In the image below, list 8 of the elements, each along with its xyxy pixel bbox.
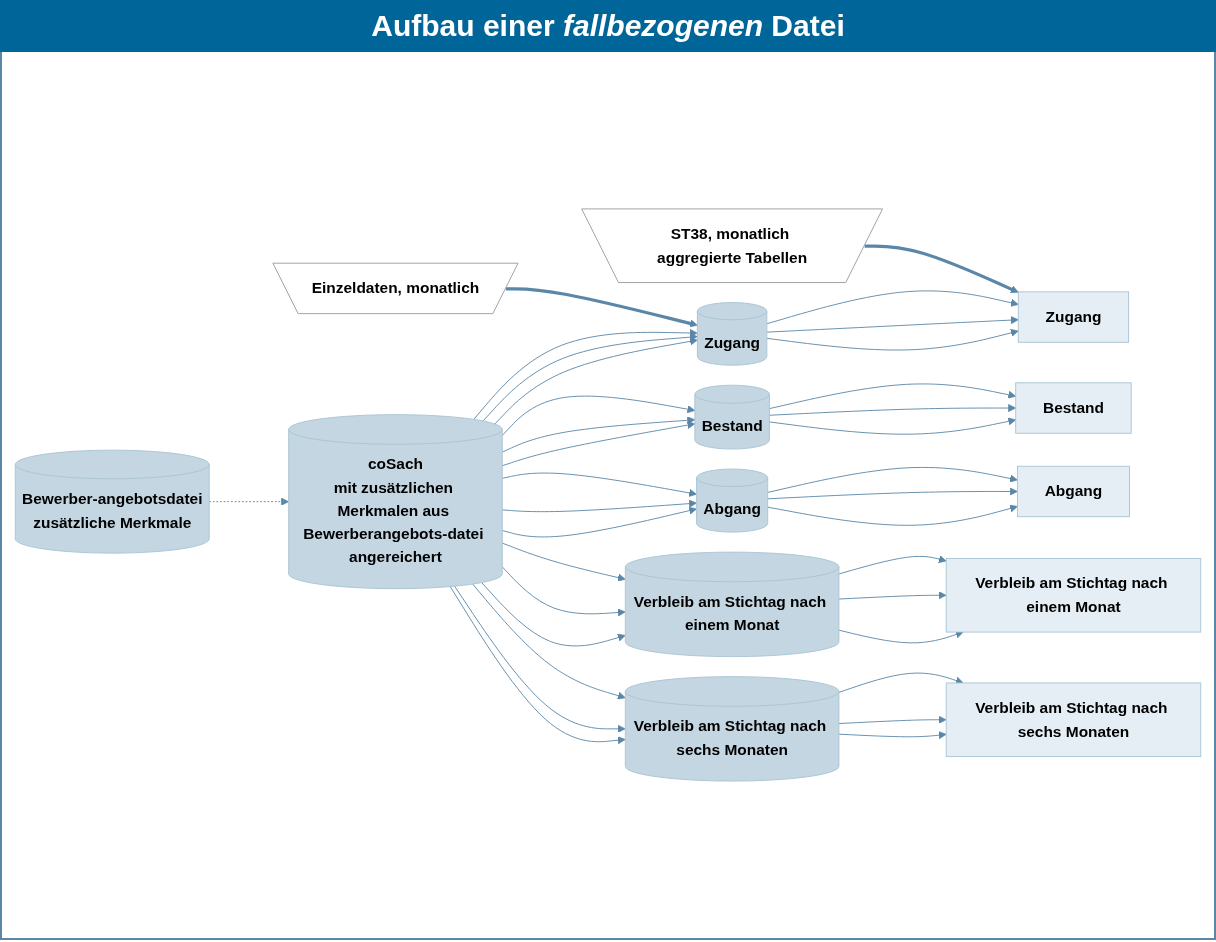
title-bar: Aufbau einer fallbezogenen Datei bbox=[0, 0, 1216, 52]
node-box: Abgang bbox=[1016, 465, 1130, 518]
node-box: Bestand bbox=[1015, 382, 1132, 434]
node-box: Verbleib am Stichtag nach sechs Monaten bbox=[945, 682, 1202, 758]
node-box: Verbleib am Stichtag nach einem Monat bbox=[945, 558, 1202, 633]
arrow bbox=[864, 244, 1019, 294]
arrow bbox=[505, 287, 698, 328]
node-box: Zugang bbox=[1017, 291, 1130, 343]
